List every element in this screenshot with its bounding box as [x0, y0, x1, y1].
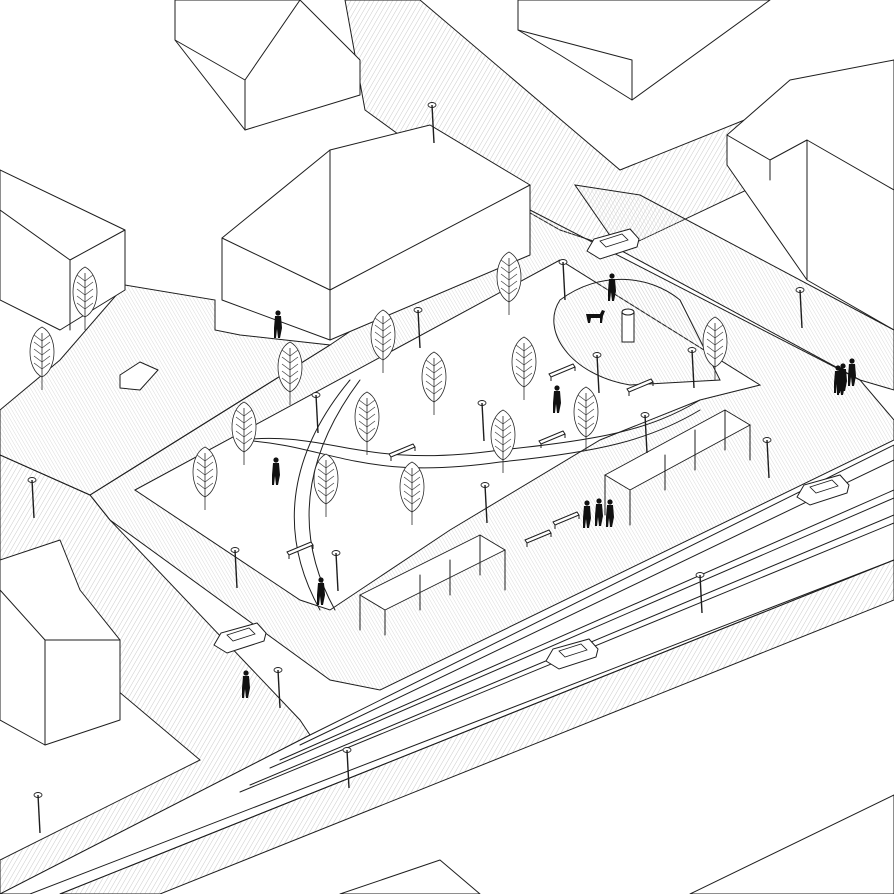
pergola-south [359, 534, 506, 636]
tree [354, 391, 380, 455]
boulevard-carriageway [0, 444, 894, 894]
curb-line-1 [299, 459, 894, 746]
tree [29, 326, 55, 390]
lamp-post [427, 102, 437, 144]
plaza [134, 259, 762, 611]
lamp-post [33, 792, 43, 834]
cylinder-top [621, 308, 635, 316]
car [586, 228, 640, 260]
lamp-posts [27, 102, 805, 834]
building-northwest [174, 0, 361, 131]
tree [399, 461, 425, 525]
tree [370, 309, 396, 373]
lamp-post [687, 347, 697, 389]
tree [702, 316, 728, 380]
person [242, 670, 250, 698]
people [242, 273, 856, 698]
lamp-post [331, 550, 341, 592]
tree [511, 336, 537, 400]
tree [573, 386, 599, 450]
car [796, 474, 850, 506]
person [583, 500, 591, 528]
lamp-post [230, 547, 240, 589]
tree [72, 266, 98, 330]
building-central-block [221, 124, 531, 341]
bench [626, 378, 654, 396]
person [274, 310, 282, 338]
south-sidewalk [59, 559, 894, 894]
lamp-post [480, 482, 490, 524]
curved-path-b2 [308, 379, 361, 611]
lamp-post [273, 667, 283, 709]
building-north-east [517, 0, 771, 101]
bench [552, 511, 580, 529]
lamp-post [27, 477, 37, 519]
curved-path-a2 [239, 409, 701, 469]
tree [496, 251, 522, 315]
tram-rail-2 [269, 497, 894, 769]
tree [313, 453, 339, 517]
person [553, 385, 561, 413]
pergolas [359, 409, 751, 636]
lamp-post [762, 437, 772, 479]
lamp-post [311, 392, 321, 434]
person [317, 577, 325, 605]
lamp-post [477, 400, 487, 442]
person [608, 273, 616, 301]
lamp-post [413, 307, 423, 349]
benches [286, 363, 654, 559]
bench [286, 541, 314, 559]
tree [490, 409, 516, 473]
person [606, 499, 614, 527]
building-southwest [0, 539, 121, 746]
building-east [726, 59, 894, 331]
tree [192, 446, 218, 510]
building-south [339, 859, 481, 894]
curved-path-b [293, 379, 351, 611]
lamp-post [592, 352, 602, 394]
bench [524, 529, 552, 547]
building-southeast [689, 794, 894, 894]
tram-rail-1 [279, 489, 894, 761]
lamp-post [342, 747, 352, 789]
tree [231, 401, 257, 465]
pergola-east [604, 409, 751, 526]
person [595, 498, 603, 526]
boulevard [0, 444, 894, 894]
kiosk [119, 361, 159, 391]
person [834, 365, 842, 393]
tree [421, 351, 447, 415]
car [213, 622, 267, 654]
lamp-post [695, 572, 705, 614]
west-paving [0, 284, 332, 496]
person [848, 358, 856, 386]
circular-play-area [553, 278, 721, 386]
tree [277, 341, 303, 405]
lamp-post [795, 287, 805, 329]
bench [548, 363, 576, 381]
dog [586, 310, 605, 323]
car [545, 638, 599, 670]
bench [388, 443, 416, 461]
person [272, 457, 280, 485]
bench [538, 430, 566, 448]
lamp-post [640, 412, 650, 454]
cylinder-sculpture [621, 311, 635, 343]
cars [213, 228, 850, 670]
lamp-post [558, 259, 568, 301]
trees [29, 251, 728, 525]
